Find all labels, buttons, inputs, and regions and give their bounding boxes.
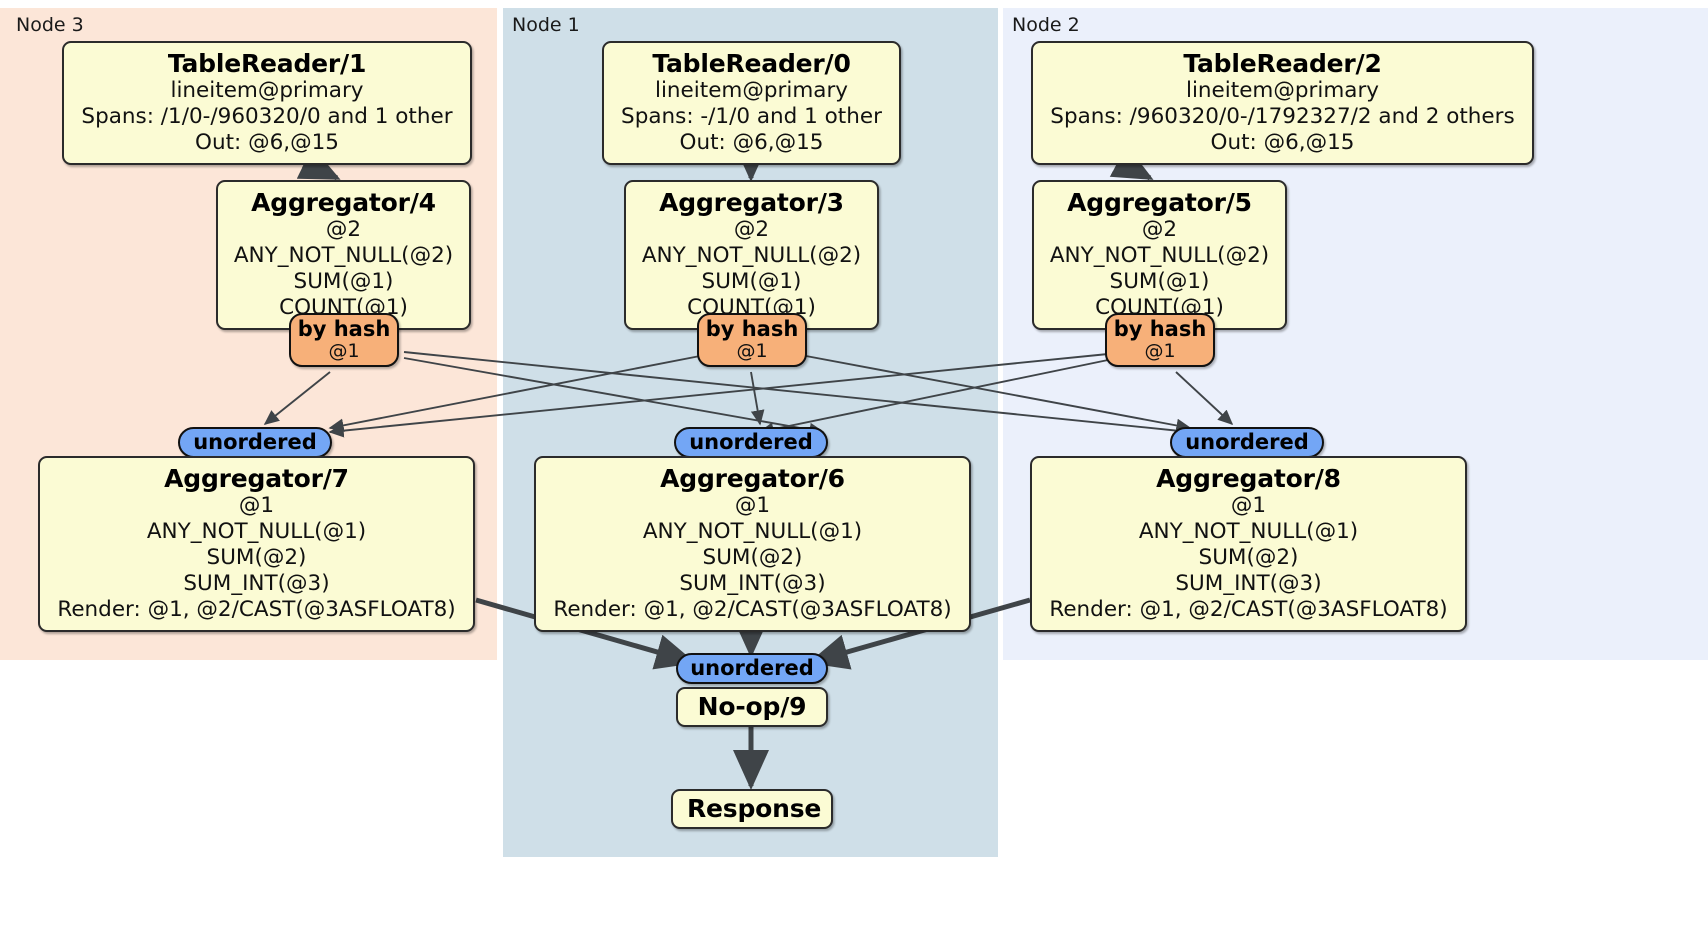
aggregator-groupcols: @1	[238, 493, 275, 519]
aggregator-groupcols: @2	[1141, 217, 1178, 243]
tablereader-table: lineitem@primary	[170, 78, 364, 104]
hash-router-badge-node3[interactable]: by hash @1	[289, 313, 399, 367]
hash-router-column: @1	[328, 340, 360, 363]
aggregator-func: SUM(@2)	[702, 545, 803, 571]
aggregator-func: SUM(@1)	[701, 269, 802, 295]
unordered-label: unordered	[690, 656, 814, 680]
aggregator-box-6[interactable]: Aggregator/6 @1 ANY_NOT_NULL(@1) SUM(@2)…	[534, 456, 971, 633]
aggregator-func: ANY_NOT_NULL(@1)	[1138, 519, 1359, 545]
aggregator-func: SUM(@1)	[293, 269, 394, 295]
hash-router-label: by hash	[1113, 317, 1207, 341]
unordered-synchronizer-final[interactable]: unordered	[676, 653, 828, 684]
aggregator-render: Render: @1, @2/CAST(@3ASFLOAT8)	[553, 597, 952, 623]
hash-router-label: by hash	[705, 317, 799, 341]
aggregator-box-5[interactable]: Aggregator/5 @2 ANY_NOT_NULL(@2) SUM(@1)…	[1032, 180, 1287, 331]
tablereader-out: Out: @6,@15	[679, 130, 824, 156]
aggregator-func: SUM(@2)	[1198, 545, 1299, 571]
aggregator-func: ANY_NOT_NULL(@2)	[1049, 243, 1270, 269]
aggregator-box-7[interactable]: Aggregator/7 @1 ANY_NOT_NULL(@1) SUM(@2)…	[38, 456, 475, 633]
noop-title: No-op/9	[697, 692, 807, 721]
aggregator-func: SUM(@1)	[1109, 269, 1210, 295]
unordered-label: unordered	[1185, 430, 1309, 454]
aggregator-func: SUM(@2)	[206, 545, 307, 571]
node-panel-2-label: Node 2	[1012, 14, 1080, 36]
hash-router-column: @1	[736, 340, 768, 363]
aggregator-title: Aggregator/3	[659, 188, 844, 217]
aggregator-box-3[interactable]: Aggregator/3 @2 ANY_NOT_NULL(@2) SUM(@1)…	[624, 180, 879, 331]
response-title: Response	[687, 794, 822, 823]
tablereader-box-2[interactable]: TableReader/2 lineitem@primary Spans: /9…	[1031, 41, 1534, 166]
aggregator-func: SUM_INT(@3)	[183, 571, 330, 597]
hash-router-column: @1	[1144, 340, 1176, 363]
aggregator-func: ANY_NOT_NULL(@1)	[642, 519, 863, 545]
unordered-synchronizer-node2[interactable]: unordered	[1170, 427, 1324, 458]
aggregator-title: Aggregator/7	[164, 464, 349, 493]
aggregator-groupcols: @1	[1230, 493, 1267, 519]
hash-router-label: by hash	[297, 317, 391, 341]
tablereader-out: Out: @6,@15	[1210, 130, 1355, 156]
tablereader-table: lineitem@primary	[1185, 78, 1380, 104]
aggregator-groupcols: @2	[325, 217, 362, 243]
aggregator-title: Aggregator/4	[251, 188, 436, 217]
response-box[interactable]: Response	[671, 789, 833, 830]
aggregator-title: Aggregator/5	[1067, 188, 1252, 217]
hash-router-badge-node2[interactable]: by hash @1	[1105, 313, 1215, 367]
aggregator-box-4[interactable]: Aggregator/4 @2 ANY_NOT_NULL(@2) SUM(@1)…	[216, 180, 471, 331]
unordered-label: unordered	[193, 430, 317, 454]
tablereader-spans: Spans: -/1/0 and 1 other	[621, 104, 882, 130]
aggregator-func: ANY_NOT_NULL(@2)	[641, 243, 862, 269]
unordered-synchronizer-node3[interactable]: unordered	[178, 427, 332, 458]
tablereader-box-1[interactable]: TableReader/1 lineitem@primary Spans: /1…	[62, 41, 472, 166]
tablereader-spans: Spans: /960320/0-/1792327/2 and 2 others	[1050, 104, 1515, 130]
tablereader-out: Out: @6,@15	[195, 130, 339, 156]
tablereader-title: TableReader/0	[652, 49, 851, 78]
node-panel-1-label: Node 1	[512, 14, 580, 36]
aggregator-render: Render: @1, @2/CAST(@3ASFLOAT8)	[1049, 597, 1448, 623]
aggregator-func: ANY_NOT_NULL(@1)	[146, 519, 367, 545]
unordered-synchronizer-node1[interactable]: unordered	[674, 427, 828, 458]
tablereader-spans: Spans: /1/0-/960320/0 and 1 other	[81, 104, 453, 130]
aggregator-groupcols: @1	[734, 493, 771, 519]
aggregator-func: ANY_NOT_NULL(@2)	[233, 243, 454, 269]
noop-box[interactable]: No-op/9	[676, 687, 828, 728]
hash-router-badge-node1[interactable]: by hash @1	[697, 313, 807, 367]
aggregator-func: SUM_INT(@3)	[1175, 571, 1322, 597]
aggregator-box-8[interactable]: Aggregator/8 @1 ANY_NOT_NULL(@1) SUM(@2)…	[1030, 456, 1467, 633]
node-panel-3-label: Node 3	[16, 14, 84, 36]
aggregator-func: SUM_INT(@3)	[679, 571, 826, 597]
aggregator-title: Aggregator/8	[1156, 464, 1341, 493]
aggregator-render: Render: @1, @2/CAST(@3ASFLOAT8)	[57, 597, 456, 623]
unordered-label: unordered	[689, 430, 813, 454]
tablereader-box-0[interactable]: TableReader/0 lineitem@primary Spans: -/…	[602, 41, 901, 166]
aggregator-title: Aggregator/6	[660, 464, 845, 493]
tablereader-table: lineitem@primary	[654, 78, 849, 104]
tablereader-title: TableReader/1	[167, 49, 367, 78]
tablereader-title: TableReader/2	[1183, 49, 1382, 78]
aggregator-groupcols: @2	[733, 217, 770, 243]
